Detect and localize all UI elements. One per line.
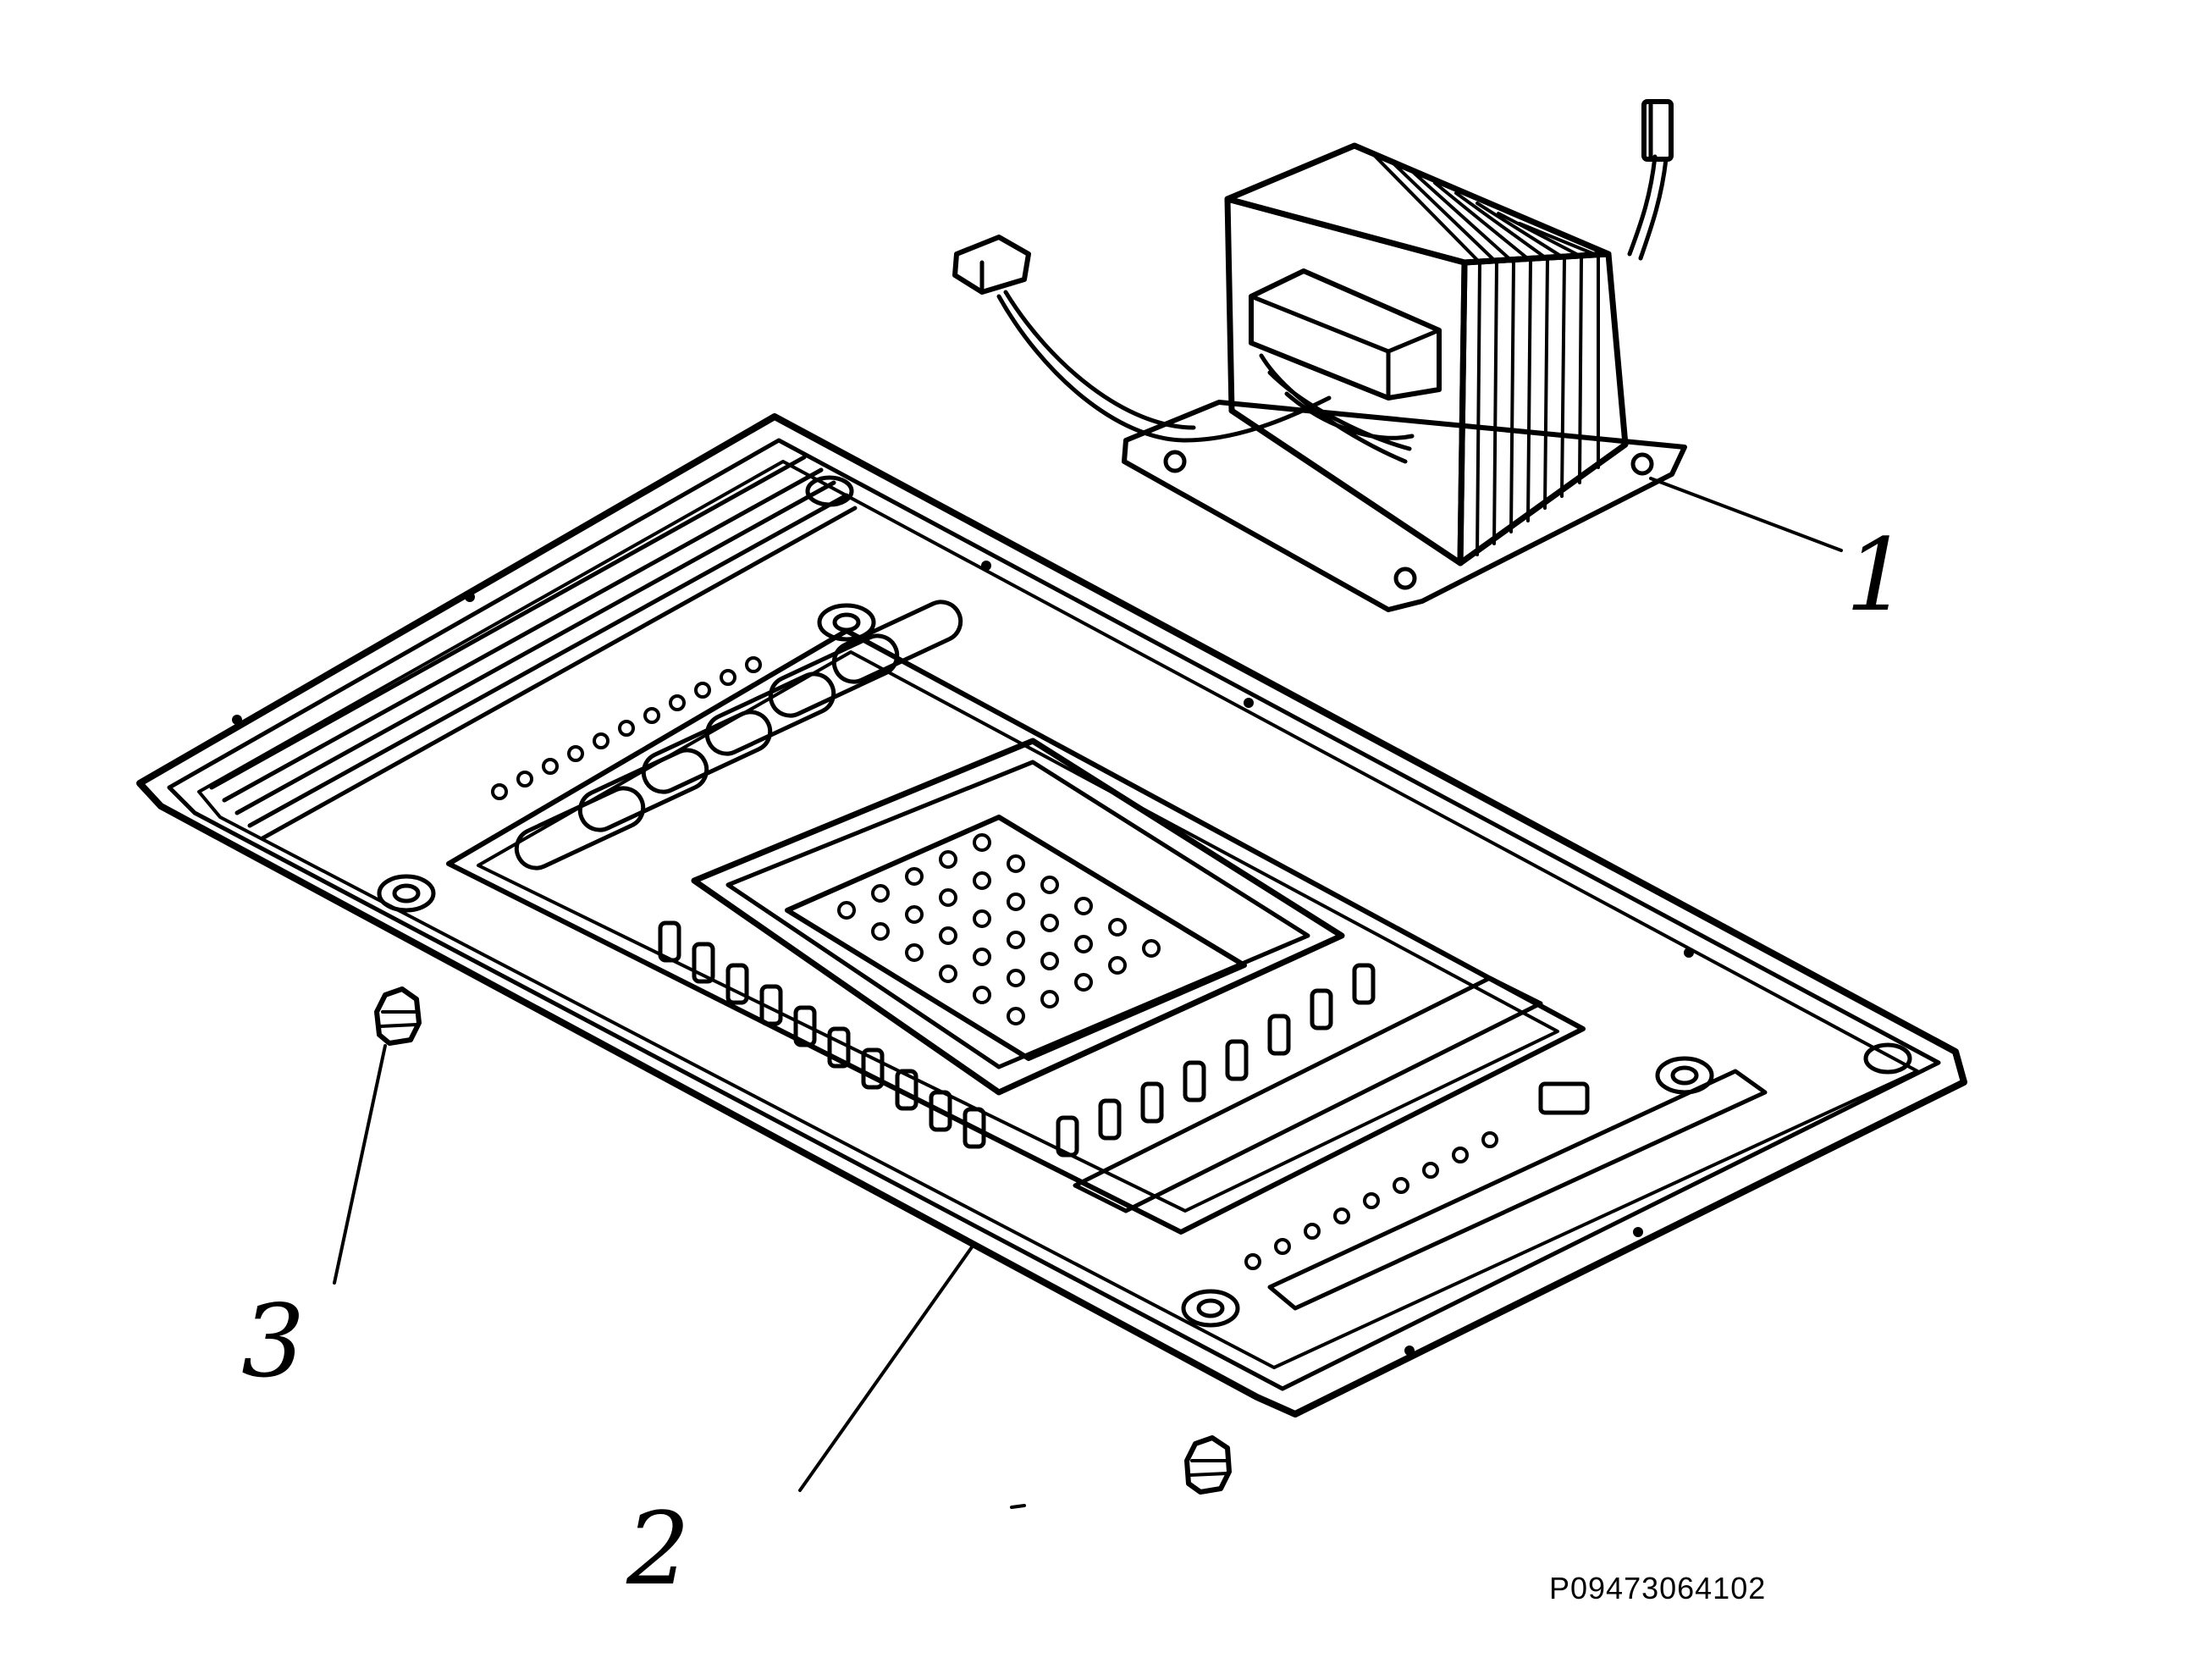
part-code-label: P09473064102 bbox=[1549, 1571, 1767, 1605]
base-plate-part bbox=[136, 413, 1967, 1418]
transformer-part bbox=[952, 99, 1687, 612]
leader-line-3 bbox=[333, 1044, 387, 1285]
callout-1: 1 bbox=[1845, 517, 1910, 633]
leader-line-1 bbox=[1649, 477, 1843, 552]
callout-3: 3 bbox=[241, 1283, 306, 1400]
leader-line-2 bbox=[798, 1243, 975, 1492]
foot-part-2 bbox=[1184, 1435, 1232, 1495]
leader-lines bbox=[333, 477, 1843, 1492]
callout-2: 2 bbox=[626, 1490, 691, 1607]
foot-part bbox=[374, 986, 422, 1046]
stray-mark bbox=[1010, 1504, 1026, 1509]
